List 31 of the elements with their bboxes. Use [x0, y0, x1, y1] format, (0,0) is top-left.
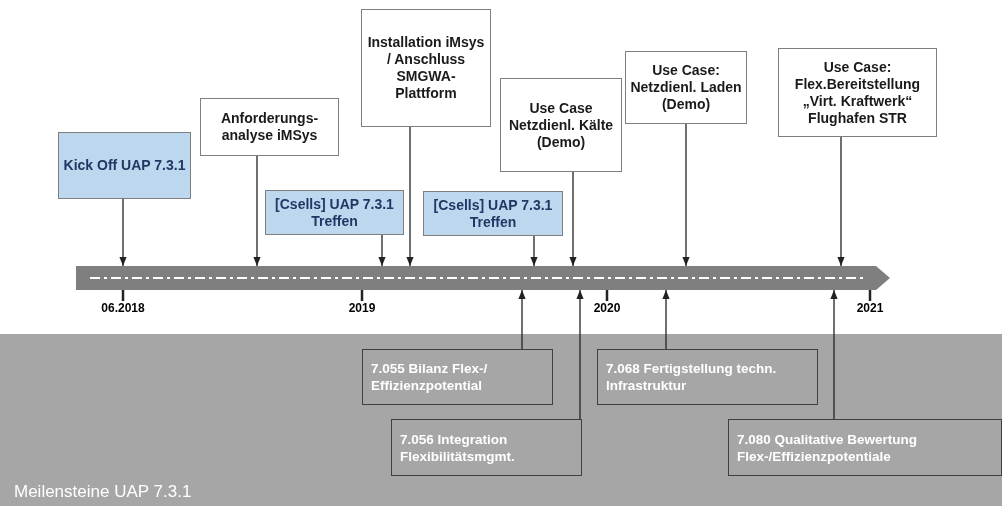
arrow [662, 289, 670, 350]
event-box: Installation iMsys / Anschluss SMGWA- Plattform [361, 9, 491, 127]
arrow [530, 235, 538, 267]
arrow [837, 136, 845, 267]
year-label: 2021 [856, 301, 884, 315]
arrow [518, 289, 526, 350]
milestone-box: 7.055 Bilanz Flex-/ Effizienzpotential [362, 349, 553, 405]
arrow [830, 289, 838, 420]
event-box: Anforderungs- analyse iMSys [200, 98, 339, 156]
milestone-box: 7.056 Integration Flexibilitätsmgmt. [391, 419, 582, 476]
year-label: 2020 [593, 301, 621, 315]
arrow [406, 126, 414, 267]
year-label: 2019 [348, 301, 376, 315]
arrow [119, 198, 127, 267]
milestone-box: 7.080 Qualitative Bewertung Flex-/Effizienzpotentiale [728, 419, 1002, 476]
milestone-box: 7.068 Fertigstellung techn. Infrastruktur [597, 349, 818, 405]
arrow [576, 289, 584, 420]
event-box: Use Case: Netzdienl. Laden (Demo) [625, 51, 747, 124]
event-box: Use Case Netzdienl. Kälte (Demo) [500, 78, 622, 172]
milestone-band [0, 334, 1002, 506]
year-label: 06.2018 [101, 301, 145, 315]
arrow [569, 171, 577, 267]
band-title: Meilensteine UAP 7.3.1 [14, 482, 192, 502]
meeting-box: [Csells] UAP 7.3.1 Treffen [265, 190, 404, 235]
event-box: Use Case: Flex.Bereitstellung „Virt. Kraftwerk“ Flughafen STR [778, 48, 937, 137]
arrow [378, 234, 386, 267]
timeline-bar [76, 266, 890, 290]
meeting-box: [Csells] UAP 7.3.1 Treffen [423, 191, 563, 236]
arrow [682, 123, 690, 267]
meeting-box: Kick Off UAP 7.3.1 [58, 132, 191, 199]
arrow [253, 155, 261, 267]
